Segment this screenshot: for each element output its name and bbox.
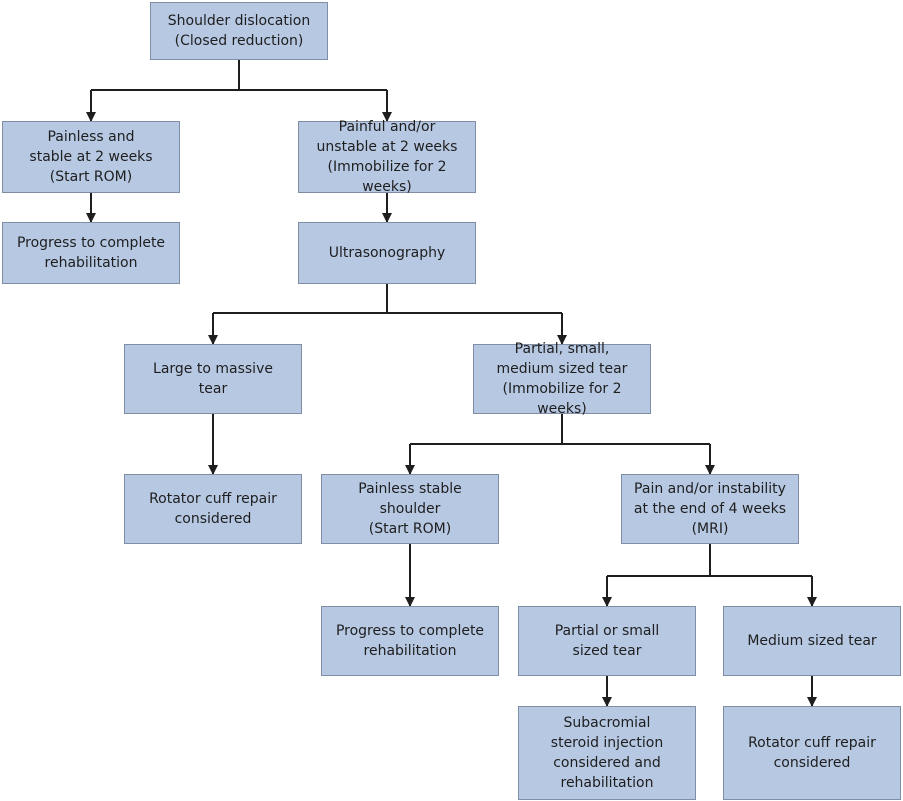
- node-subacromial-steroid-injection: Subacromial steroid injection considered…: [518, 706, 696, 800]
- node-painless-stable-2-weeks: Painless and stable at 2 weeks (Start RO…: [2, 121, 180, 193]
- node-pain-instability-4-weeks: Pain and/or instability at the end of 4 …: [621, 474, 799, 544]
- node-painless-stable-shoulder: Painless stable shoulder (Start ROM): [321, 474, 499, 544]
- node-medium-sized-tear: Medium sized tear: [723, 606, 901, 676]
- node-ultrasonography: Ultrasonography: [298, 222, 476, 284]
- node-rotator-cuff-repair-2: Rotator cuff repair considered: [723, 706, 901, 800]
- node-progress-rehabilitation-1: Progress to complete rehabilitation: [2, 222, 180, 284]
- node-shoulder-dislocation: Shoulder dislocation (Closed reduction): [150, 2, 328, 60]
- node-partial-small-medium-tear: Partial, small, medium sized tear (Immob…: [473, 341, 651, 417]
- node-progress-rehabilitation-2: Progress to complete rehabilitation: [321, 606, 499, 676]
- node-partial-small-sized-tear: Partial or small sized tear: [518, 606, 696, 676]
- node-large-to-massive-tear: Large to massive tear: [124, 344, 302, 414]
- node-painful-unstable-2-weeks: Painful and/or unstable at 2 weeks (Immo…: [298, 119, 476, 195]
- node-rotator-cuff-repair-1: Rotator cuff repair considered: [124, 474, 302, 544]
